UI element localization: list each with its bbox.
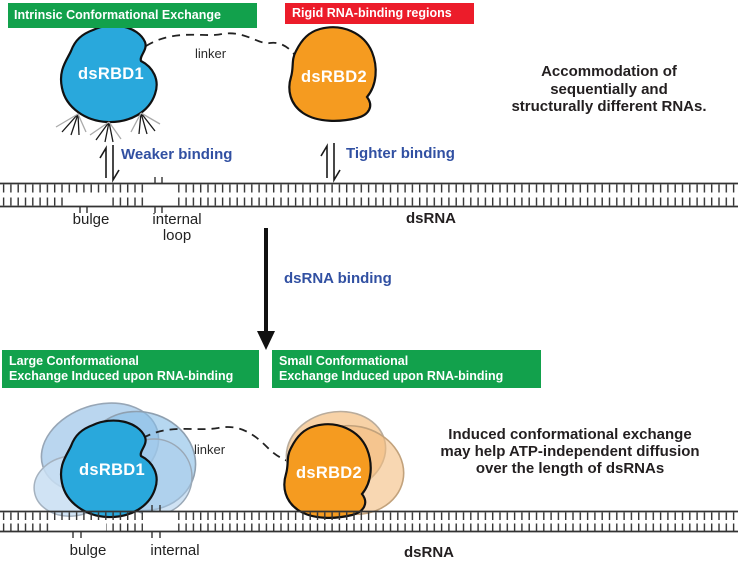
bulge-internal-loop-ticks-top (79, 177, 163, 213)
banner-intrinsic-conformational-exchange: Intrinsic Conformational Exchange (8, 3, 257, 28)
note-line: sequentially and (550, 80, 668, 98)
note-line: Accommodation of (541, 63, 677, 80)
dsrna-binding-arrow (257, 228, 275, 350)
dsrbd1-blob-top (59, 24, 158, 124)
whisker-fan-center (89, 121, 122, 143)
linker-label-bottom: linker (194, 442, 226, 457)
dsrbd1-blob-bottom (59, 419, 158, 519)
dsrbd1-label-bottom: dsRBD1 (79, 461, 145, 479)
linker-dashed-line-bottom (142, 426, 291, 463)
equilibrium-arrows-weaker (99, 145, 120, 183)
note-line: may help ATP-independent diffusion (440, 443, 700, 460)
banner-text-line1: Small Conformational (279, 353, 409, 368)
whisker-fan-left (55, 113, 87, 136)
dsrbd2-label-top: dsRBD2 (301, 68, 367, 86)
induced-exchange-note: Induced conformational exchange may help… (420, 426, 720, 477)
dsrbd2-blob-top (288, 26, 377, 122)
weaker-binding-label: Weaker binding (121, 146, 233, 163)
internal-loop-label: internal loop (152, 211, 202, 244)
bulge-label-top: bulge (72, 211, 110, 228)
accommodation-note: Accommodation of sequentially and struct… (478, 63, 738, 116)
dsrbd2-label-bottom: dsRBD2 (296, 464, 362, 482)
note-line: Induced conformational exchange (448, 426, 692, 443)
dsrna-ladder-bottom (0, 505, 738, 538)
banner-large-conformational-exchange: Large Conformational Exchange Induced up… (2, 350, 259, 388)
internal-label-bottom: internal (150, 542, 200, 559)
note-line: structurally different RNAs. (511, 98, 707, 115)
bulge-label-bottom: bulge (69, 542, 107, 559)
dsrna-binding-label: dsRNA binding (284, 270, 392, 287)
bulge-internal-loop-ticks-bottom (72, 505, 161, 538)
tighter-binding-label: Tighter binding (346, 145, 455, 162)
banner-text: Intrinsic Conformational Exchange (14, 7, 221, 22)
whisker-fan-right (130, 112, 161, 135)
dsrbd1-label-top: dsRBD1 (78, 65, 144, 83)
banner-rigid-rna-binding-regions: Rigid RNA-binding regions (285, 3, 474, 24)
banner-text: Rigid RNA-binding regions (292, 5, 452, 20)
dsrna-label-bottom: dsRNA (404, 544, 455, 561)
banner-text-line2: Exchange Induced upon RNA-binding (279, 369, 504, 383)
dsrna-label-top: dsRNA (406, 210, 457, 227)
note-line: over the length of dsRNAs (475, 460, 665, 477)
linker-label-top: linker (195, 46, 227, 61)
dsrna-ladder-top (0, 177, 738, 213)
equilibrium-arrows-tighter (320, 143, 341, 183)
banner-text-line1: Large Conformational (9, 353, 139, 368)
banner-small-conformational-exchange: Small Conformational Exchange Induced up… (272, 350, 541, 388)
linker-dashed-line-top (145, 32, 300, 62)
banner-text-line2: Exchange Induced upon RNA-binding (9, 369, 234, 383)
